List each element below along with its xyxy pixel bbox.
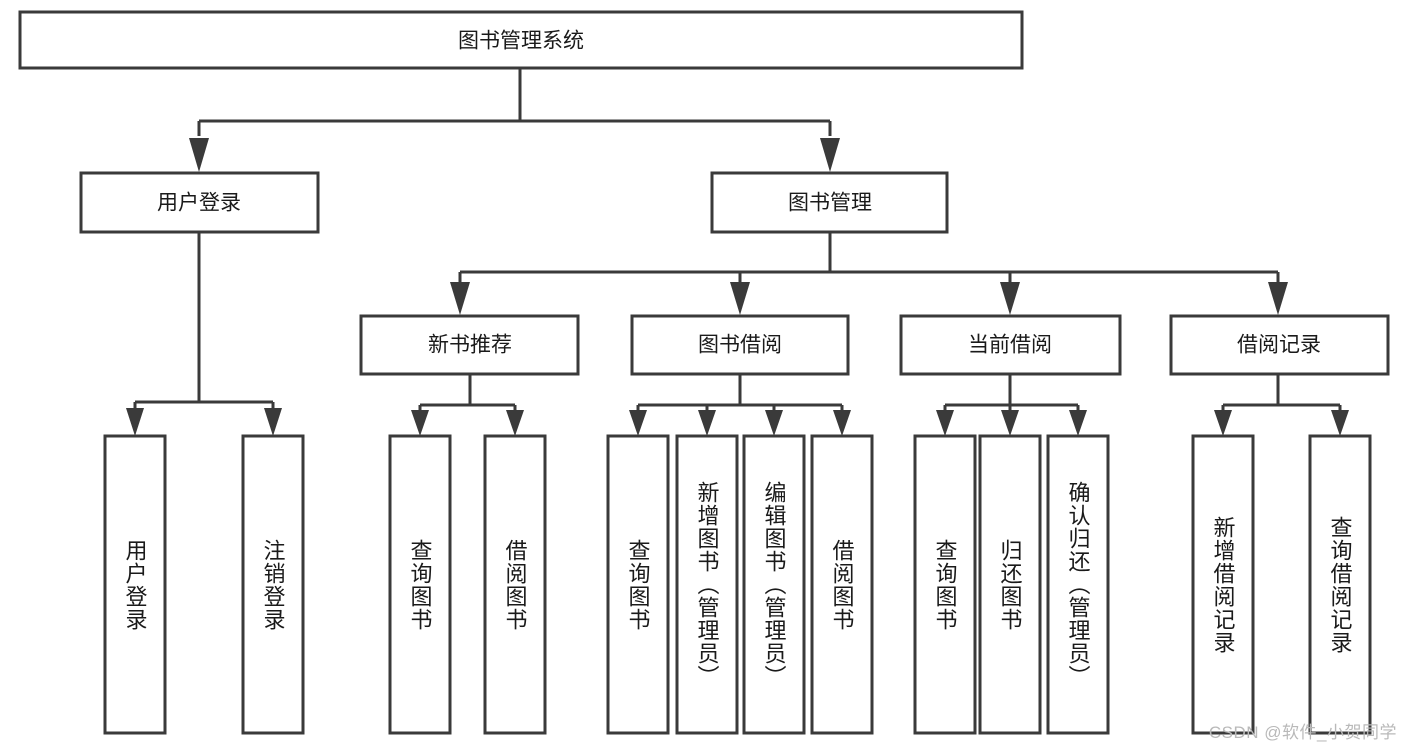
connector-group-login-leaves	[126, 232, 282, 436]
node-leaf-6-box[interactable]	[675, 434, 739, 735]
node-borrow[interactable]: 图书借阅	[630, 314, 850, 376]
arrow-head-root-to-login	[189, 138, 209, 172]
node-leaf-7-box[interactable]	[742, 434, 806, 735]
arrow-head-bookmgmt-to-records	[1268, 282, 1288, 315]
connector-group-records-leaves	[1214, 374, 1349, 436]
node-bookmgmt[interactable]: 图书管理	[710, 171, 949, 234]
node-leaf-2-box[interactable]	[241, 434, 305, 735]
node-root[interactable]: 图书管理系统	[18, 10, 1024, 70]
node-leaf-12-box[interactable]	[1191, 434, 1255, 735]
arrow-head-records-to-leaf-13	[1331, 410, 1349, 436]
node-login[interactable]: 用户登录	[79, 171, 320, 234]
node-root-label: 图书管理系统	[458, 30, 584, 53]
node-newbook-label: 新书推荐	[428, 334, 512, 357]
connector-group-root	[189, 68, 840, 172]
node-current[interactable]: 当前借阅	[899, 314, 1122, 376]
node-newbook-box[interactable]	[359, 314, 580, 376]
node-leaf-4-box[interactable]	[483, 434, 547, 735]
node-login-box[interactable]	[79, 171, 320, 234]
arrow-head-login-to-leaf-1	[126, 408, 144, 436]
node-records-label: 借阅记录	[1237, 334, 1321, 357]
node-leaf-8-box[interactable]	[810, 434, 874, 735]
arrow-head-records-to-leaf-12	[1214, 410, 1232, 436]
arrow-head-borrow-to-leaf-8	[833, 410, 851, 436]
node-leaf-5-box[interactable]	[606, 434, 670, 735]
node-bookmgmt-label: 图书管理	[788, 192, 872, 215]
node-borrow-label: 图书借阅	[698, 334, 782, 357]
arrow-head-root-to-bookmgmt	[820, 138, 840, 172]
arrow-head-current-to-leaf-11	[1069, 410, 1087, 436]
node-leaf-1-box[interactable]	[103, 434, 167, 735]
arrow-head-bookmgmt-to-borrow	[730, 282, 750, 315]
arrow-head-newbook-to-leaf-3	[411, 410, 429, 436]
node-records[interactable]: 借阅记录	[1169, 314, 1390, 376]
arrow-head-login-to-leaf-2	[264, 408, 282, 436]
node-leaf-3-box[interactable]	[388, 434, 452, 735]
node-current-label: 当前借阅	[968, 334, 1052, 357]
arrow-head-current-to-leaf-9	[936, 410, 954, 436]
connector-group-borrow-leaves	[629, 374, 851, 436]
arrow-head-newbook-to-leaf-4	[506, 410, 524, 436]
connector-group-newbook-leaves	[411, 374, 524, 436]
arrow-head-borrow-to-leaf-6	[698, 410, 716, 436]
node-leaf-9-box[interactable]	[913, 434, 977, 735]
node-newbook[interactable]: 新书推荐	[359, 314, 580, 376]
node-borrow-box[interactable]	[630, 314, 850, 376]
node-current-box[interactable]	[899, 314, 1122, 376]
arrow-head-borrow-to-leaf-5	[629, 410, 647, 436]
node-records-box[interactable]	[1169, 314, 1390, 376]
connector-group-bookmgmt	[450, 232, 1288, 315]
arrow-head-bookmgmt-to-newbook	[450, 282, 470, 315]
node-root-box[interactable]	[18, 10, 1024, 70]
arrow-head-current-to-leaf-10	[1001, 410, 1019, 436]
connector-group-current-leaves	[936, 374, 1087, 436]
node-leaf-13-box[interactable]	[1308, 434, 1372, 735]
node-login-label: 用户登录	[157, 192, 241, 215]
arrow-head-bookmgmt-to-current	[1000, 282, 1020, 315]
node-leaf-11-box[interactable]	[1046, 434, 1110, 735]
arrow-head-borrow-to-leaf-7	[765, 410, 783, 436]
node-leaf-10-box[interactable]	[978, 434, 1042, 735]
node-bookmgmt-box[interactable]	[710, 171, 949, 234]
